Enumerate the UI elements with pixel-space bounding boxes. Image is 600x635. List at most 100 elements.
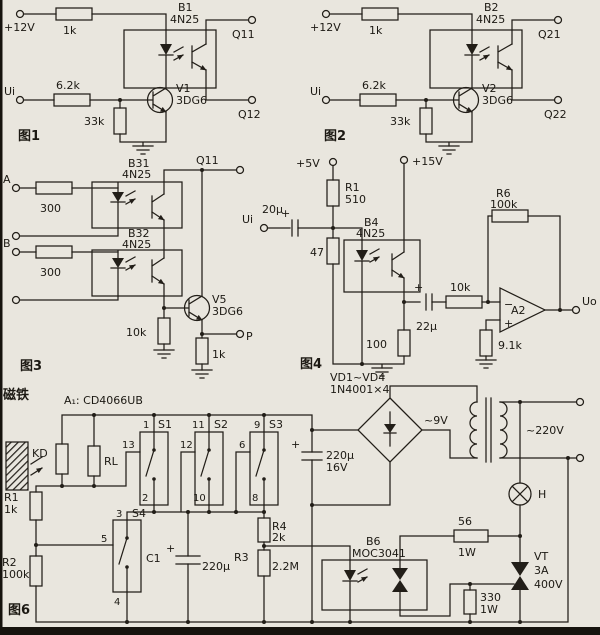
fig3-opto1-name: B31 — [128, 157, 150, 170]
fig2-r-top-label: 1k — [369, 24, 383, 37]
fig2-r-base-label: 33k — [390, 115, 411, 128]
fig4-terminal-out — [571, 305, 581, 315]
fig6-s4-label: S4 — [132, 507, 146, 520]
fig6-triac-name: VT — [534, 550, 549, 563]
fig6-r4-val: 2k — [272, 531, 286, 544]
fig2-opto-type: 4N25 — [476, 13, 505, 26]
fig2-tr-type: 3DG6 — [482, 94, 513, 107]
fig2-light-arrows — [479, 46, 489, 60]
fig6-terminals — [575, 397, 585, 463]
fig3-resistor-300a — [35, 181, 73, 195]
fig6-c1-name: C1 — [146, 552, 161, 565]
fig3-tr-name: V5 — [212, 293, 227, 306]
fig6-c1-val: 220μ — [202, 560, 230, 573]
page-edge-bottom — [0, 627, 600, 635]
fig6-s3-pin9: 9 — [254, 420, 260, 431]
fig6-r1-name: R1 — [4, 491, 19, 504]
fig4-in-minus: − — [504, 298, 513, 311]
fig3-resistors — [35, 181, 209, 365]
fig1-terminals — [15, 9, 257, 105]
fig6-resistor-56 — [453, 529, 489, 543]
fig6-junctions — [34, 400, 570, 624]
fig3-optocoupler-b32 — [91, 249, 183, 297]
fig4-r-series-label: 47 — [310, 246, 324, 259]
fig1-transistor — [146, 86, 174, 114]
fig4-cout-plus: + — [414, 281, 423, 294]
fig6-field-arrows — [30, 456, 42, 476]
fig3-tr-type: 3DG6 — [212, 305, 243, 318]
fig4-out-label: Uo — [582, 295, 597, 308]
fig4-terminal-input — [259, 223, 269, 233]
fig6-terminal-220v-top — [575, 397, 585, 407]
fig2-terminal-q22 — [553, 95, 563, 105]
fig1-resistor-6k2 — [53, 93, 91, 107]
fig6-terminal-220v-bot — [575, 453, 585, 463]
fig2-resistor-6k2 — [359, 93, 397, 107]
fig6-bridge-name: VD1~VD4 — [330, 371, 385, 384]
fig4-cin-label: 20μ — [262, 203, 283, 216]
fig6-s1-pin2: 2 — [142, 493, 148, 504]
fig6-r56-w: 1W — [458, 546, 476, 559]
fig4-resistor-510 — [326, 179, 340, 207]
fig6-lamp-label: H — [538, 488, 546, 501]
fig3-led2-icon — [112, 258, 124, 268]
fig6-cap-plates — [175, 451, 323, 565]
fig3-light-arrows2 — [125, 256, 135, 270]
fig4-light-arrows — [369, 248, 379, 262]
fig6-switch-s3 — [249, 431, 279, 506]
fig6-s2-label: S2 — [214, 418, 228, 431]
fig2-terminals — [321, 9, 563, 105]
fig6-wires — [35, 385, 578, 623]
fig2-transistor — [452, 86, 480, 114]
fig1-q-top-label: Q11 — [232, 28, 255, 41]
fig3-terminal-b2 — [11, 295, 21, 305]
fig3-resistor-300b — [35, 245, 73, 259]
figure-2: +12V 1k B2 4N25 Q21 Q22 Ui 6.2k 33k V2 3… — [310, 1, 567, 155]
fig1-opto-name: B1 — [178, 1, 193, 14]
fig4-opto-name: B4 — [364, 216, 379, 229]
fig3-terminals — [11, 165, 245, 339]
fig1-led-icon — [160, 44, 172, 55]
fig4-caption: 图4 — [300, 357, 322, 372]
fig6-triac-i: 3A — [534, 564, 549, 577]
fig6-r3-val: 2.2M — [272, 560, 299, 573]
fig6-r4-name: R4 — [272, 520, 287, 533]
fig6-bridge-diode-icon — [384, 424, 396, 433]
fig4-cap-plates — [291, 219, 433, 311]
fig6-bridge-type: 1N4001×4 — [330, 383, 389, 396]
fig4-terminals — [259, 155, 581, 315]
fig6-r1-val: 1k — [4, 503, 18, 516]
fig6-ic-label: A₁: CD4066UB — [64, 394, 143, 407]
fig6-transformer — [469, 397, 508, 463]
fig6-opto-name: B6 — [366, 535, 381, 548]
fig4-resistor-47 — [326, 237, 340, 265]
fig6-triac-v: 400V — [534, 578, 563, 591]
fig4-resistors — [326, 179, 529, 357]
fig1-r-base-label: 33k — [84, 115, 105, 128]
fig4-resistor-10k — [445, 295, 483, 309]
fig2-r-in-label: 6.2k — [362, 79, 386, 92]
fig4-led-icon — [356, 250, 368, 261]
fig6-s1-pin1: 1 — [143, 420, 149, 431]
fig2-resistors — [359, 7, 433, 135]
fig6-magnet-label: 磁铁 — [3, 387, 29, 403]
fig1-resistor-33k — [113, 107, 127, 135]
fig6-r330-label: 330 — [480, 591, 501, 604]
fig3-r-base-label: 10k — [126, 326, 147, 339]
fig6-s2-pin10: 10 — [193, 493, 206, 504]
fig6-switch-s1 — [139, 431, 169, 506]
fig3-resistor-1k — [195, 337, 209, 365]
fig4-resistor-9k1 — [479, 329, 493, 357]
fig3-terminal-b1 — [11, 247, 21, 257]
fig3-caption: 图3 — [20, 359, 42, 374]
fig3-resistor-10k — [157, 317, 171, 345]
fig1-terminal-vcc — [15, 9, 25, 19]
fig6-resistor-r1 — [29, 491, 43, 521]
fig6-optocoupler-moc — [321, 559, 428, 611]
fig2-tr-name: V2 — [482, 82, 497, 95]
fig4-amp-label: A2 — [511, 304, 526, 317]
fig1-r-in-label: 6.2k — [56, 79, 80, 92]
fig6-cf-v: 16V — [326, 461, 348, 474]
fig4-in-plus: + — [504, 317, 513, 330]
